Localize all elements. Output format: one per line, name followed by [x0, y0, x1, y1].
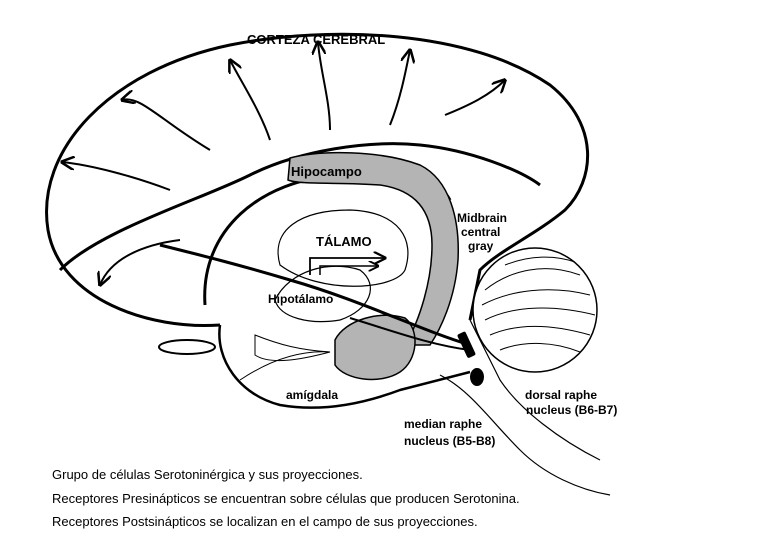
corpus-callosum-arc — [58, 142, 541, 272]
thalamus-shape — [277, 209, 409, 287]
olfactory-bulb — [158, 339, 216, 355]
cerebellum-folia — [489, 325, 591, 336]
cortex-outline — [45, 32, 590, 328]
median-raphe-nucleus — [470, 368, 484, 386]
hypothalamus-label: Hipotálamo — [268, 292, 333, 306]
midbrain-label: gray — [468, 239, 494, 253]
midbrain-label: central — [461, 225, 500, 239]
raphe-projection-line — [159, 243, 471, 347]
hypothalamus-shape — [274, 265, 371, 323]
dorsal-raphe-nucleus — [457, 331, 476, 358]
projection-arrow — [100, 239, 181, 285]
dorsal-raphe-label: dorsal raphe — [525, 388, 597, 402]
median-raphe-label: nucleus (B5-B8) — [404, 434, 495, 448]
projection-arrow — [444, 80, 505, 116]
amygdala-label: amígdala — [286, 388, 338, 402]
cerebellum-folia — [504, 256, 576, 266]
hippocampus-shape — [287, 151, 459, 346]
caption-line-2: Receptores Presinápticos se encuentran s… — [52, 491, 520, 506]
projection-arrow — [389, 50, 410, 126]
hippocampus-label: Hipocampo — [291, 164, 362, 179]
thalamus-arrow — [319, 266, 378, 275]
thalamus-label: TÁLAMO — [316, 234, 372, 249]
caption-line-3: Receptores Postsinápticos se localizan e… — [52, 514, 478, 529]
projection-arrow — [318, 42, 331, 131]
cerebellum-folia — [484, 268, 581, 291]
median-raphe-label: median raphe — [404, 417, 482, 431]
projection-arrow — [122, 99, 211, 151]
cerebellum-folia — [499, 343, 581, 353]
optic-loop — [254, 334, 331, 361]
projection-arrow — [62, 162, 171, 191]
midbrain-label: Midbrain — [457, 211, 507, 225]
projection-arrow — [230, 60, 271, 141]
dorsal-raphe-label: nucleus (B6-B7) — [526, 403, 617, 417]
temporal-lobe-outline — [218, 324, 471, 409]
cerebellum — [472, 247, 598, 373]
cortex-label: CORTEZA CEREBRAL — [247, 32, 385, 47]
temporal-inner-line — [239, 351, 331, 381]
brainstem-outline — [439, 374, 611, 496]
raphe-projection-line — [349, 317, 471, 351]
cerebellum-folia — [481, 289, 591, 306]
thalamus-arrow — [309, 258, 385, 275]
caption-line-1: Grupo de células Serotoninérgica y sus p… — [52, 467, 363, 482]
cerebellum-folia — [484, 307, 596, 321]
